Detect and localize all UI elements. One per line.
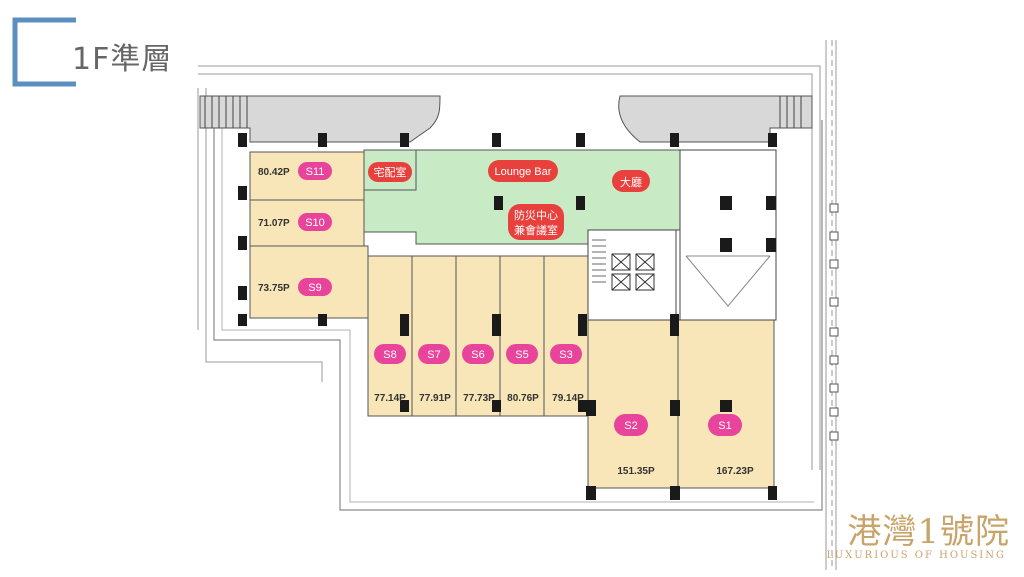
unit-S2: S2 151.35P bbox=[614, 414, 655, 477]
unit-S10: 71.07P S10 bbox=[258, 213, 332, 231]
unit-area: 167.23P bbox=[716, 466, 754, 477]
label-hall: 大廳 bbox=[612, 170, 650, 192]
unit-S3: S3 79.14P bbox=[550, 344, 584, 404]
unit-id: S2 bbox=[624, 420, 637, 432]
label-delivery-text: 宅配室 bbox=[374, 165, 407, 179]
label-control-line2: 兼會議室 bbox=[514, 223, 558, 237]
unit-id: S6 bbox=[471, 349, 484, 361]
unit-area: 73.75P bbox=[258, 283, 290, 294]
unit-area: 77.14P bbox=[374, 393, 406, 404]
unit-id: S1 bbox=[718, 420, 731, 432]
unit-id: S10 bbox=[305, 217, 325, 229]
unit-S1: S1 167.23P bbox=[708, 414, 754, 477]
label-control-line1: 防災中心 bbox=[514, 208, 558, 222]
unit-id: S7 bbox=[427, 349, 440, 361]
unit-id: S9 bbox=[308, 282, 321, 294]
unit-S11: 80.42P S11 bbox=[258, 162, 332, 180]
unit-S6: S6 77.73P bbox=[462, 344, 495, 404]
unit-id: S3 bbox=[559, 349, 572, 361]
unit-id: S11 bbox=[306, 166, 325, 178]
unit-area: 151.35P bbox=[617, 466, 655, 477]
label-lounge-text: Lounge Bar bbox=[495, 166, 552, 178]
title-corner-bracket bbox=[12, 17, 76, 87]
unit-S7: S7 77.91P bbox=[418, 344, 451, 404]
unit-id: S5 bbox=[515, 349, 528, 361]
unit-id: S8 bbox=[383, 349, 396, 361]
brand-tagline: LUXURIOUS OF HOUSING bbox=[826, 550, 1006, 561]
label-control-center: 防災中心 兼會議室 bbox=[508, 204, 564, 240]
unit-S8: S8 77.14P bbox=[374, 344, 406, 404]
label-hall-text: 大廳 bbox=[620, 175, 642, 189]
unit-area: 77.73P bbox=[463, 393, 495, 404]
unit-area: 71.07P bbox=[258, 218, 290, 229]
brand-logo: 港灣1號院 LUXURIOUS OF HOUSING bbox=[827, 500, 1010, 570]
unit-area: 79.14P bbox=[552, 393, 584, 404]
unit-S9: 73.75P S9 bbox=[258, 278, 332, 296]
unit-S5: S5 80.76P bbox=[506, 344, 539, 404]
unit-area: 80.76P bbox=[507, 393, 539, 404]
label-delivery-room: 宅配室 bbox=[368, 162, 412, 182]
unit-area: 77.91P bbox=[419, 393, 451, 404]
brand-name: 港灣1號院 bbox=[847, 512, 1010, 552]
label-lounge-bar: Lounge Bar bbox=[488, 160, 558, 182]
unit-area: 80.42P bbox=[258, 167, 290, 178]
page-title: 1F準層 bbox=[72, 42, 173, 77]
